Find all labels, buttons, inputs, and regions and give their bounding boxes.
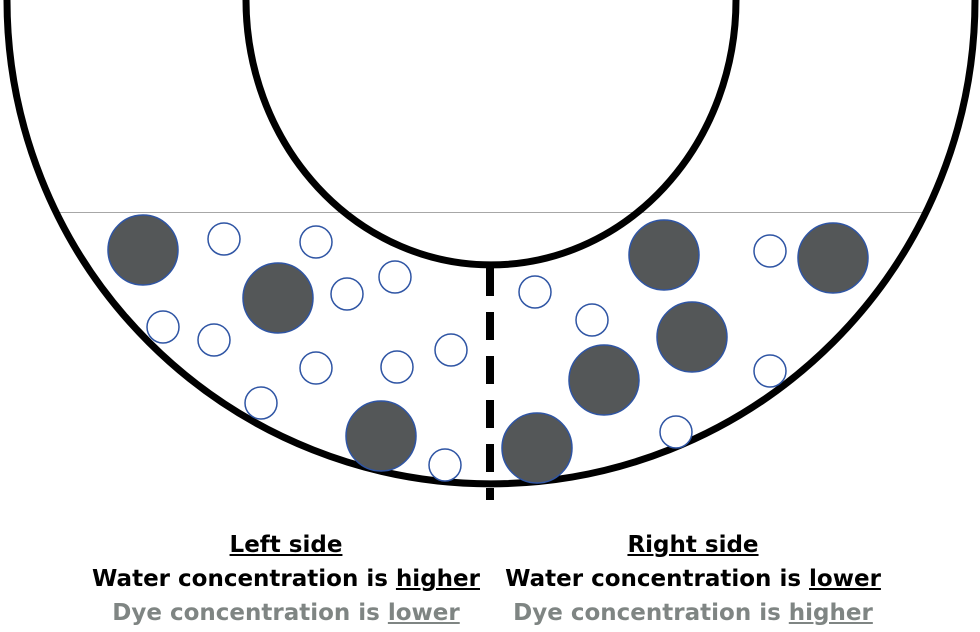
left-water-statement: Water concentration is higher	[76, 562, 496, 596]
left-dye-level: lower	[387, 600, 460, 626]
water-particle	[753, 234, 787, 268]
right-water-level: lower	[809, 566, 881, 592]
dye-particle	[242, 262, 314, 334]
outer-tube-wall	[3, 0, 979, 488]
right-dye-prefix: Dye concentration is	[513, 600, 789, 626]
water-particle	[197, 323, 231, 357]
left-side-heading: Left side	[229, 532, 343, 558]
right-dye-statement: Dye concentration is higher	[483, 596, 903, 630]
water-particle	[299, 351, 333, 385]
dye-particle	[628, 219, 700, 291]
left-dye-prefix: Dye concentration is	[112, 600, 388, 626]
left-water-prefix: Water concentration is	[92, 566, 396, 592]
right-side-heading: Right side	[627, 532, 759, 558]
right-water-statement: Water concentration is lower	[483, 562, 903, 596]
water-particle	[434, 333, 468, 367]
dye-particle	[568, 344, 640, 416]
dye-particle	[797, 222, 869, 294]
water-particle	[146, 310, 180, 344]
right-side-caption: Right side Water concentration is lower …	[483, 528, 903, 630]
water-particle	[207, 222, 241, 256]
dye-particle	[656, 301, 728, 373]
water-particle	[244, 386, 278, 420]
right-water-prefix: Water concentration is	[505, 566, 810, 592]
dye-particle	[501, 412, 573, 484]
water-particle	[518, 275, 552, 309]
water-particle	[575, 303, 609, 337]
water-particle	[380, 350, 414, 384]
water-particle	[753, 354, 787, 388]
left-water-level: higher	[395, 566, 480, 592]
particles-group	[107, 214, 869, 484]
right-dye-level: higher	[788, 600, 873, 626]
water-particle	[299, 225, 333, 259]
left-side-caption: Left side Water concentration is higher …	[76, 528, 496, 630]
water-particle	[378, 260, 412, 294]
water-particle	[330, 277, 364, 311]
dye-particle	[345, 400, 417, 472]
dye-particle	[107, 214, 179, 286]
water-particle	[428, 448, 462, 482]
left-dye-statement: Dye concentration is lower	[76, 596, 496, 630]
inner-tube-wall	[242, 0, 740, 269]
water-particle	[659, 415, 693, 449]
